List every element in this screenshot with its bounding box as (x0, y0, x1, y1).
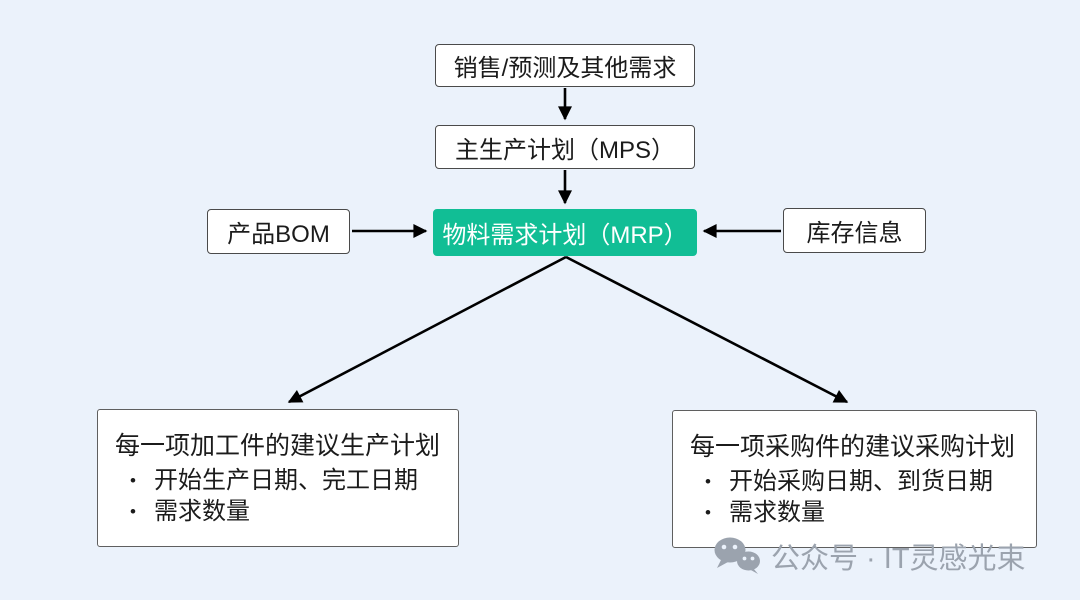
node-inventory: 库存信息 (783, 208, 926, 253)
purchase-plan-bullet-1: • 开始采购日期、到货日期 (690, 466, 1024, 497)
production-plan-bullet-2: • 需求数量 (115, 496, 446, 527)
node-production-plan: 每一项加工件的建议生产计划 • 开始生产日期、完工日期 • 需求数量 (97, 409, 459, 547)
purchase-plan-bullet-2: • 需求数量 (690, 497, 1024, 528)
node-sales-demand: 销售/预测及其他需求 (435, 44, 695, 87)
bullet-text: 需求数量 (729, 499, 825, 526)
production-plan-title: 每一项加工件的建议生产计划 (115, 432, 441, 460)
watermark: 公众号 · IT灵感光束 (712, 535, 1026, 577)
bullet-text: 需求数量 (154, 498, 250, 525)
bullet-dot: • (705, 472, 711, 491)
bullet-dot: • (130, 471, 136, 490)
bullet-dot: • (705, 503, 711, 522)
bullet-text: 开始采购日期、到货日期 (729, 468, 993, 495)
arrow-mrp-to-purchase-plan (565, 255, 849, 404)
node-bom-label: 产品BOM (227, 221, 330, 248)
watermark-text: 公众号 · IT灵感光束 (771, 543, 1026, 575)
node-bom: 产品BOM (207, 209, 350, 254)
node-inventory-label: 库存信息 (806, 220, 903, 247)
node-mps-label: 主生产计划（MPS） (454, 136, 675, 164)
node-mrp: 物料需求计划（MRP） (433, 209, 697, 256)
purchase-plan-title: 每一项采购件的建议采购计划 (690, 433, 1016, 461)
bullet-text: 开始生产日期、完工日期 (154, 467, 418, 494)
node-mrp-label: 物料需求计划（MRP） (442, 222, 688, 249)
arrow-mrp-to-production-plan (287, 255, 567, 404)
production-plan-bullet-1: • 开始生产日期、完工日期 (115, 465, 446, 496)
bullet-dot: • (130, 502, 136, 521)
wechat-icon (714, 537, 760, 574)
node-purchase-plan: 每一项采购件的建议采购计划 • 开始采购日期、到货日期 • 需求数量 (672, 410, 1037, 548)
node-mps: 主生产计划（MPS） (435, 125, 695, 169)
node-sales-demand-label: 销售/预测及其他需求 (453, 55, 677, 82)
